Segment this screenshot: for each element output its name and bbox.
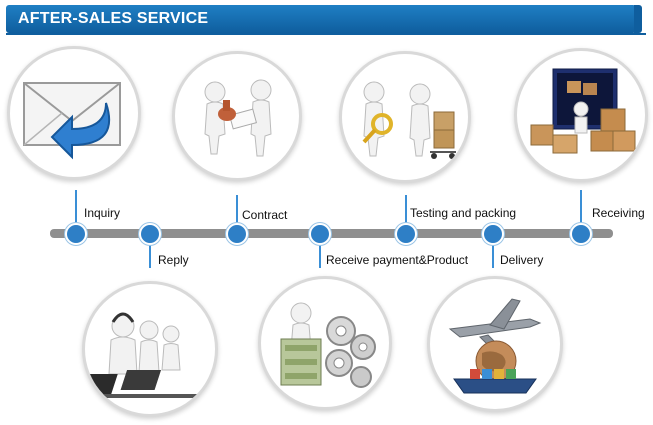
- handshake-stamp-icon: [204, 79, 272, 157]
- envelope-reply-icon: [23, 82, 121, 160]
- circle-receiving: [514, 48, 648, 182]
- step-label-reply: Reply: [158, 253, 189, 267]
- header-tab-decoration: [634, 5, 642, 33]
- plane-ship-globe-icon: [448, 298, 542, 394]
- timeline-dot-testing: [395, 223, 417, 245]
- stem-testing: [405, 195, 407, 230]
- header-banner: AFTER-SALES SERVICE: [6, 5, 636, 33]
- page-title: AFTER-SALES SERVICE: [18, 10, 209, 27]
- stem-reply: [149, 238, 151, 268]
- call-center-icon: [85, 312, 205, 398]
- step-label-inquiry: Inquiry: [84, 206, 121, 220]
- timeline-dot-delivery: [482, 223, 504, 245]
- step-label-delivery: Delivery: [500, 253, 544, 267]
- stem-receiving: [580, 190, 582, 230]
- stem-receive: [319, 238, 321, 268]
- container-boxes-icon: [530, 68, 636, 154]
- circle-reply: [82, 281, 218, 417]
- circle-inquiry: [7, 46, 141, 180]
- circle-testing: [339, 51, 471, 183]
- stem-inquiry: [75, 190, 77, 230]
- step-label-testing: Testing and packing: [410, 206, 517, 220]
- testing-packing-icon: [362, 81, 456, 159]
- stem-contract: [236, 195, 238, 230]
- step-label-contract: Contract: [242, 208, 288, 222]
- money-gears-icon: [280, 302, 376, 388]
- step-label-receiving: Receiving: [592, 206, 645, 220]
- header-underline: [6, 33, 646, 35]
- timeline-dot-reply: [139, 223, 161, 245]
- timeline-dot-receive: [309, 223, 331, 245]
- circle-receive-payment: [258, 276, 392, 410]
- timeline-dot-contract: [226, 223, 248, 245]
- step-label-receive: Receive payment&Product: [326, 253, 469, 267]
- circle-contract: [172, 51, 302, 181]
- circle-delivery: [427, 276, 563, 412]
- timeline-bar: [50, 229, 613, 238]
- stem-delivery: [492, 238, 494, 268]
- timeline-dot-inquiry: [65, 223, 87, 245]
- timeline-dot-receiving: [570, 223, 592, 245]
